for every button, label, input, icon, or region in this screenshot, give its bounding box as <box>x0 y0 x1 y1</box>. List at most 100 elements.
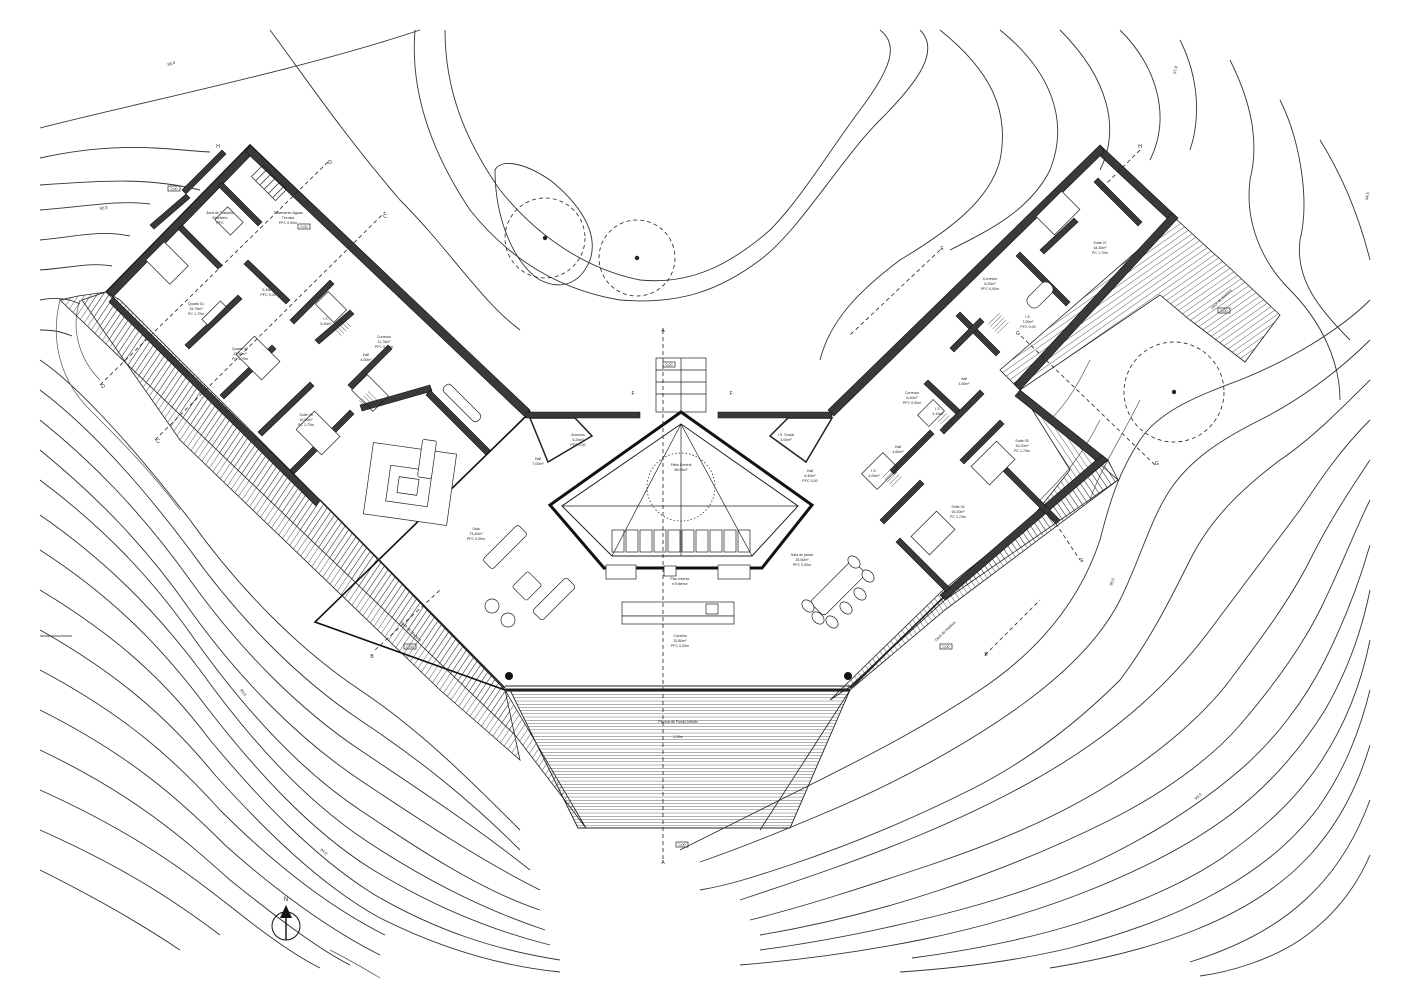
room-area: 3,00m² <box>780 438 792 442</box>
section-mark: D <box>101 384 105 390</box>
room-name: Piso Interior <box>670 577 690 581</box>
dining-furniture <box>801 555 875 629</box>
room-name: Sala de jantar <box>791 553 814 557</box>
room-area: 3,50m² <box>958 382 970 386</box>
room-level: PC 1,70m <box>950 515 966 519</box>
room-area: 4,60m² <box>892 450 904 454</box>
tree-canopy <box>598 219 676 297</box>
room-name: Arrumos <box>571 433 585 437</box>
section-mark: H <box>216 144 220 150</box>
north-label: N <box>284 897 288 903</box>
section-mark: F <box>631 391 634 397</box>
room-label-is6: I.S. 4,10m² <box>932 407 944 416</box>
room-name: Hall <box>265 283 271 287</box>
room-area: 7,00m² <box>532 462 544 466</box>
room-level: PFC <box>216 221 224 225</box>
topography-contours <box>39 29 1371 979</box>
section-mark: A <box>661 860 665 866</box>
room-name: Corredor <box>377 335 392 339</box>
room-area: 4,00m² <box>360 358 372 362</box>
room-area: 6,20m² <box>984 282 996 286</box>
room-label-is7: I.S. 7,00m² PFC 0,00 <box>1020 315 1035 329</box>
contour-elevation: 96,0 <box>1108 577 1116 587</box>
room-name: I.S. <box>1025 315 1030 319</box>
tree-trunk <box>1171 389 1177 395</box>
room-name: Corredor <box>983 277 998 281</box>
room-area: Escritório <box>213 216 228 220</box>
room-area: 6,40m² <box>804 474 816 478</box>
room-label-refeicoes: Sala de jantar 35,50m² PFC 0,00m <box>791 553 814 567</box>
section-mark: B <box>984 652 988 658</box>
room-label-hall6: Hall 3,50m² <box>958 377 970 386</box>
room-name: Hall <box>895 445 901 449</box>
room-name: Tratamento Águas <box>273 211 303 215</box>
room-label-cozinha: Cozinha 32,80m² PFC 0,00m <box>671 634 689 648</box>
level-tag: 0,00 <box>407 645 414 649</box>
room-level: PC 1,70m <box>1092 251 1108 255</box>
room-level: PFC 0,00m <box>375 345 393 349</box>
room-name: I.S. Social <box>778 433 794 437</box>
room-level: PC 1,70m <box>298 423 314 427</box>
room-label-is-social: I.S. Social 3,00m² <box>778 433 794 442</box>
tree-canopy <box>504 197 586 279</box>
room-label-estudo: Área de Trabalho Escritório PFC <box>206 211 234 225</box>
section-mark: E <box>940 246 944 252</box>
room-label-quarto2: Quarto 02 15,50m² PC 1,70m <box>232 347 248 361</box>
room-level: PFC 0,00m <box>903 401 921 405</box>
room-name: Quarto 01 <box>188 302 204 306</box>
section-mark: D <box>328 160 332 166</box>
section-mark: E <box>1080 558 1084 564</box>
room-label-is5: I.S. 4,00m² <box>868 469 880 478</box>
room-level: PC 1,70m <box>188 312 204 316</box>
tree-canopy <box>1123 341 1225 443</box>
contour-elevation: 95,0 <box>167 60 177 67</box>
tree-trunk <box>634 255 640 261</box>
section-mark: C <box>156 439 160 445</box>
room-label-suite7: Suite 07 18,30m² PC 1,70m <box>1092 241 1108 255</box>
room-label-suite5: Suite 05 15,20m² PC 1,70m <box>1014 439 1030 453</box>
pool-depth: 1,20m <box>673 735 683 739</box>
room-level: PFC 0,00m <box>671 644 689 648</box>
room-label-suite4: Suite 04 15,20m² PC 1,70m <box>950 505 966 519</box>
room-name: Hall <box>961 377 967 381</box>
room-area: 5,40m² <box>320 322 332 326</box>
level-tag: 0,00 <box>666 363 673 367</box>
room-area: 15,50m² <box>233 352 247 356</box>
room-area: e Exterior <box>672 582 688 586</box>
trees <box>504 197 1225 443</box>
deck-northeast <box>999 217 1281 391</box>
level-tags: 0,00 0,00 0,00 0,00 0,00 0,00 0,00 <box>167 185 1231 848</box>
contour-elevation: 94,0 <box>319 847 329 856</box>
section-marks: A A B B C C D D E E F F G G H H <box>101 144 1159 866</box>
infinity-pool <box>509 689 851 829</box>
room-area: 15,20m² <box>951 510 965 514</box>
room-label-corredor1: Corredor 11,75m² PFC 0,00m <box>375 335 393 349</box>
room-label-hall4: Hall 6,40m² PFC 0,00 <box>802 469 817 483</box>
right-wing-rooms <box>861 177 1143 593</box>
room-area: 5,45m² <box>262 288 274 292</box>
room-label-hall2: Hall 4,00m² <box>360 353 372 362</box>
room-label-corredor3: Corredor 6,20m² PFC 0,00m <box>981 277 999 291</box>
section-mark: A <box>661 328 665 334</box>
room-level: PFC 0,00m <box>467 537 485 541</box>
room-area: 15,00m² <box>299 418 313 422</box>
section-mark: C <box>383 214 387 220</box>
north-arrow-icon: N <box>271 897 301 941</box>
room-label-teto: Tratamento Águas Técnica PFC 0,00m <box>273 211 303 225</box>
room-area: 15,20m² <box>1015 444 1029 448</box>
room-name: Hall <box>363 353 369 357</box>
section-mark: G <box>1016 331 1020 337</box>
room-level: PFC 0,00m <box>279 221 297 225</box>
room-area: 4,10m² <box>932 412 944 416</box>
living-furniture <box>363 439 576 628</box>
decks <box>59 217 1281 831</box>
contour-elevation: 94,5 <box>1364 191 1370 200</box>
room-label-pool: Piscina de Fundo Infinito 1,20m <box>658 720 697 739</box>
room-name: Piscina de Fundo Infinito <box>658 720 697 724</box>
room-area: 32,80m² <box>673 639 687 643</box>
contour-elevation: 97,0 <box>1172 65 1178 74</box>
room-name: Suite 03 <box>299 413 312 417</box>
level-tag: 0,00 <box>301 225 308 229</box>
room-area: 11,75m² <box>378 340 392 344</box>
room-label-hall1: Hall 5,45m² PFC 0,00 <box>260 283 275 297</box>
